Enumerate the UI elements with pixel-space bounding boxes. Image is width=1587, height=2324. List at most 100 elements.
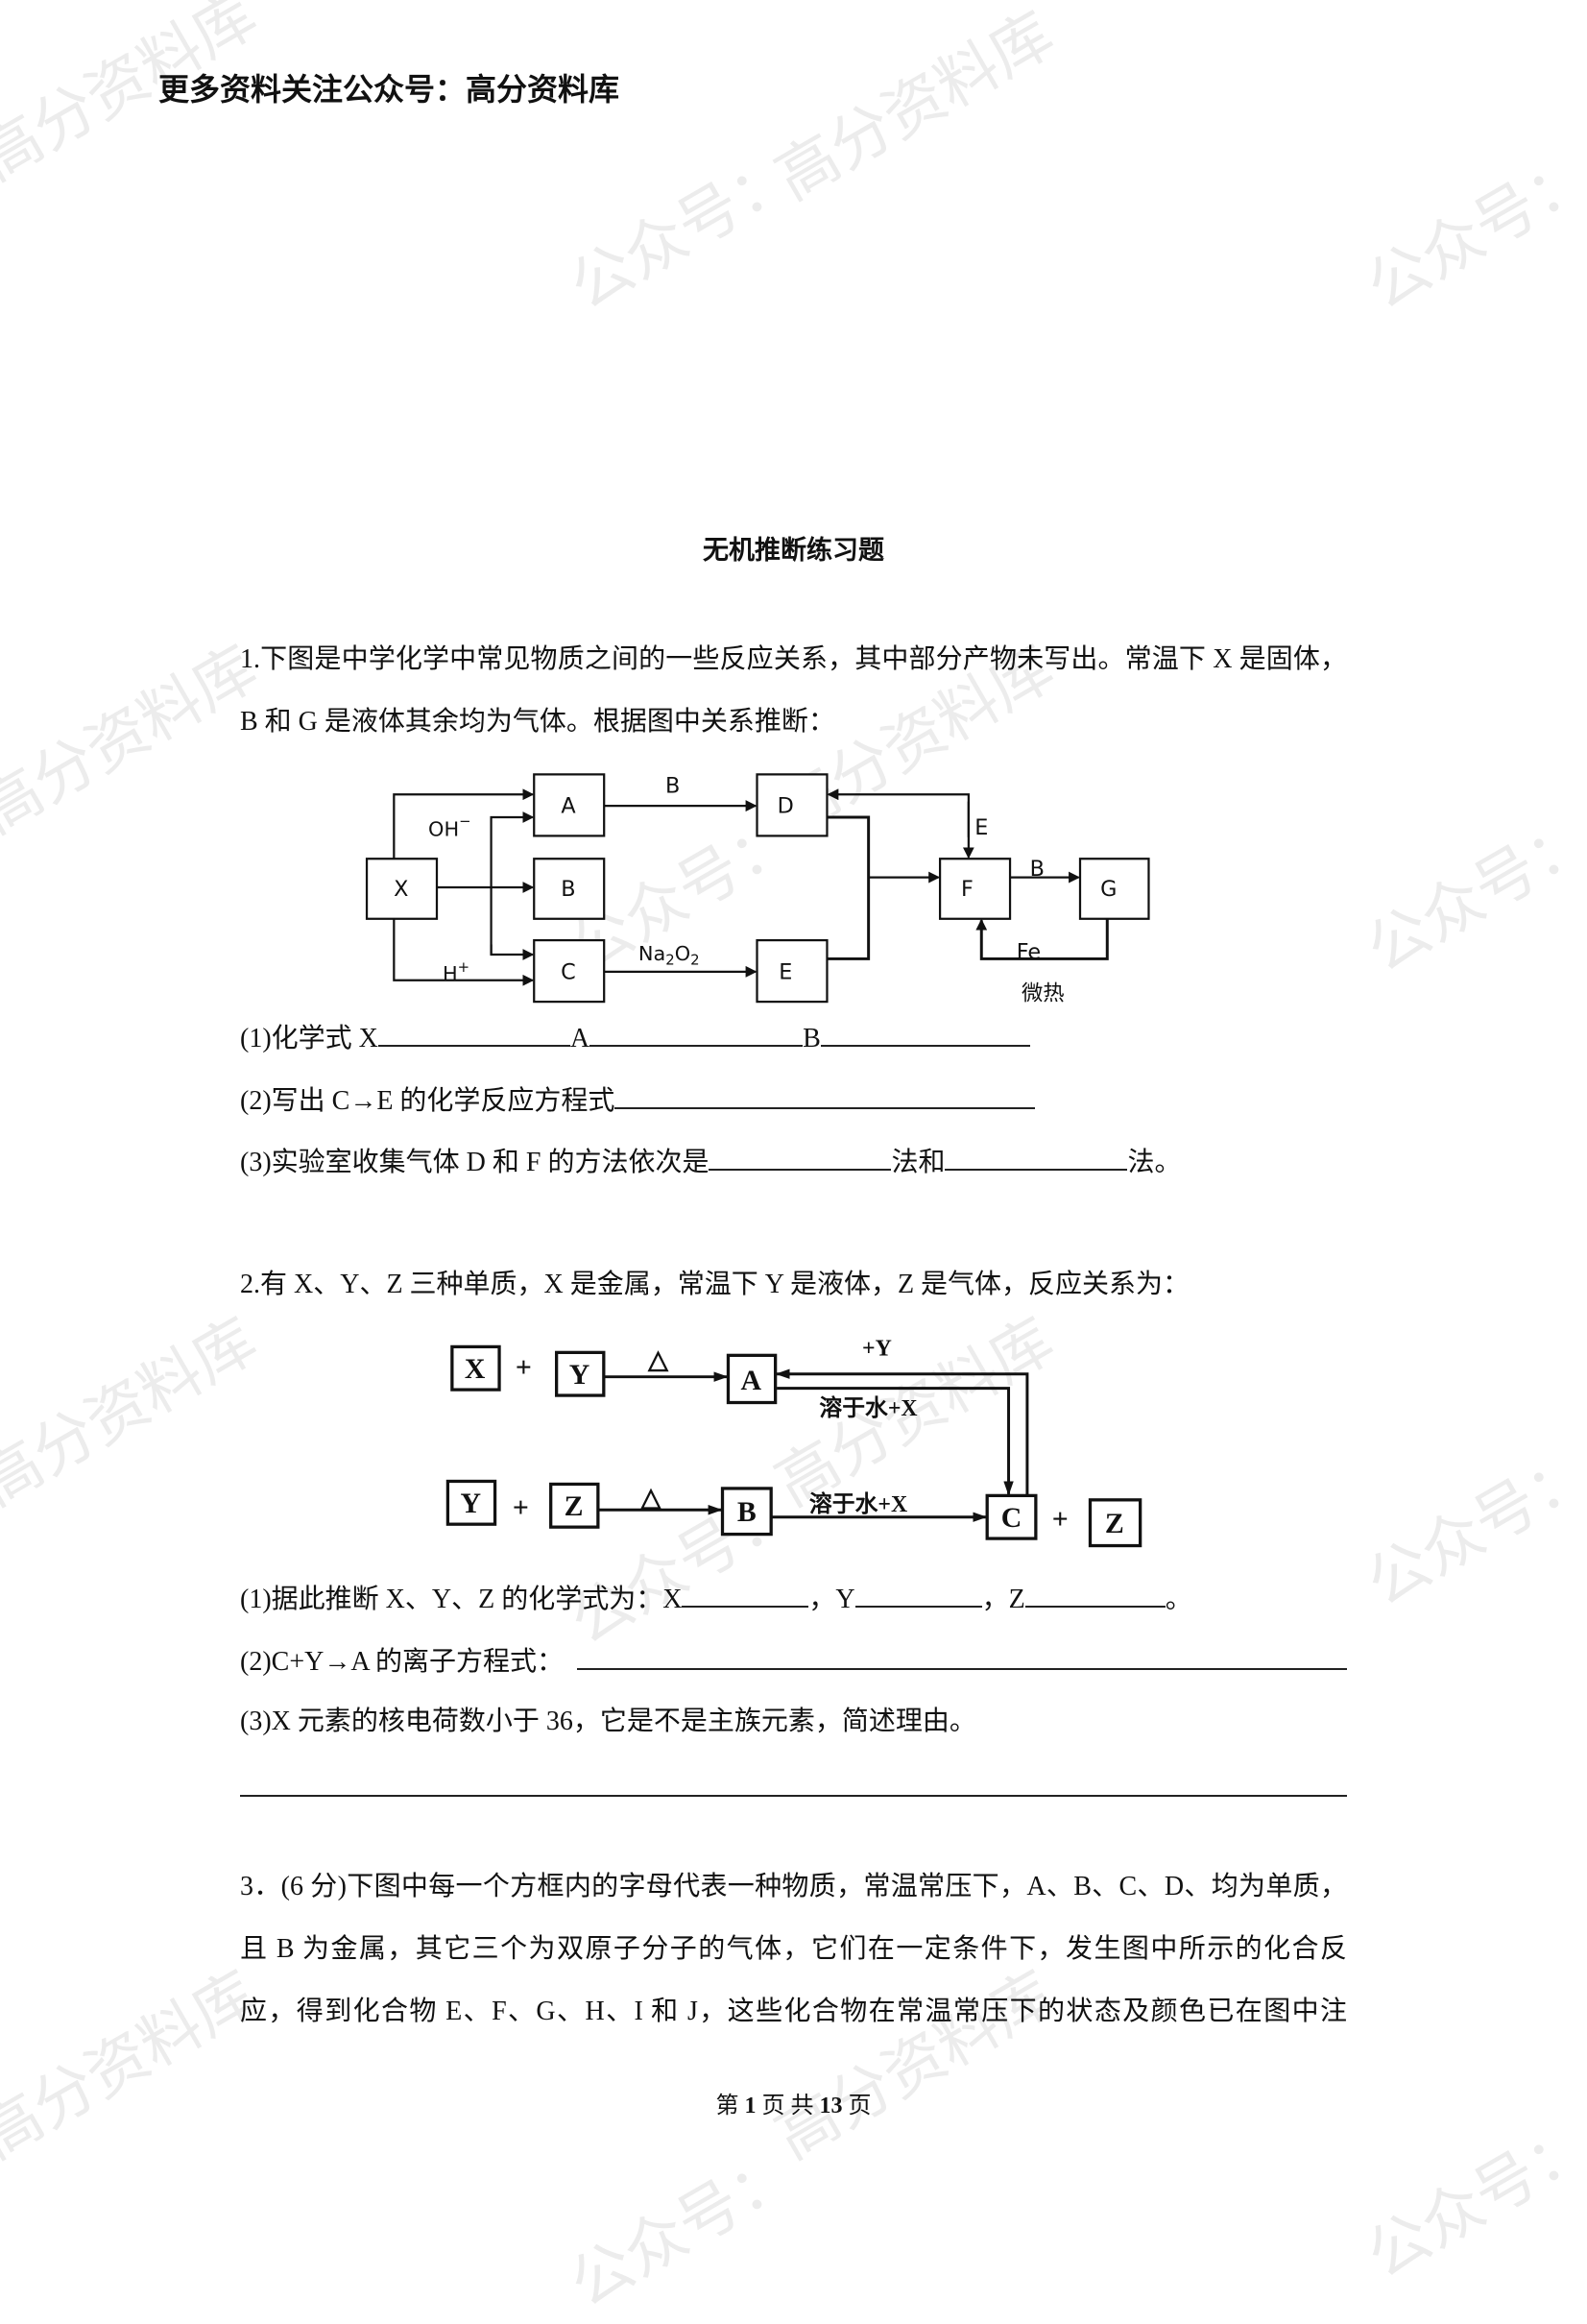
q1-sub1-a-label: A xyxy=(569,1024,590,1053)
line-d-join xyxy=(827,815,871,960)
label-dissolve-x: 溶于水+X xyxy=(809,1490,907,1517)
heat-delta: △ xyxy=(640,1483,662,1512)
arrow-x-a xyxy=(393,788,535,859)
q1-sub1-label: (1)化学式 X xyxy=(240,1024,378,1053)
box-f xyxy=(938,858,1012,920)
arrow-c-a xyxy=(775,1368,1029,1496)
label-c: C xyxy=(561,959,576,984)
box-a xyxy=(726,1353,778,1405)
box-z xyxy=(549,1482,600,1529)
label-e-reagent: E xyxy=(974,815,988,840)
answer-blank[interactable] xyxy=(614,1082,1036,1109)
q2-sub1-label: (1)据此推断 X、Y、Z 的化学式为：X xyxy=(240,1585,683,1614)
watermark: 公众号： xyxy=(558,139,807,325)
footer-text: 页 共 xyxy=(761,2094,814,2118)
page-total: 13 xyxy=(819,2094,843,2118)
q1-sub1: (1)化学式 X A B xyxy=(240,1020,1030,1055)
watermark: 公众号： xyxy=(1355,2108,1587,2293)
heat-delta: △ xyxy=(647,1345,669,1374)
label-b: B xyxy=(561,877,575,902)
label-c: C xyxy=(1001,1502,1022,1534)
label-dissolve-x: 溶于水+X xyxy=(819,1394,917,1421)
q3-line3: 应，得到化合物 E、F、G、H、I 和 J，这些化合物在常温常压下的状态及颜色已… xyxy=(240,1997,1347,2026)
watermark: 公众号： xyxy=(1355,139,1587,325)
page-title: 无机推断练习题 xyxy=(703,536,884,566)
watermark: 高分资料库 xyxy=(0,633,270,849)
box-d xyxy=(756,773,829,837)
label-plus-y: +Y xyxy=(862,1336,892,1361)
q2-sub1-y: ，Y xyxy=(808,1585,855,1614)
box-x xyxy=(450,1344,501,1392)
plus-sign: + xyxy=(513,1492,529,1524)
q2-sub2: (2)C+Y→A 的离子方程式： xyxy=(240,1643,1348,1679)
box-c xyxy=(985,1493,1038,1540)
watermark: 公众号： xyxy=(558,2137,807,2322)
label-h: H+ xyxy=(443,958,469,985)
q3-line1: 3．(6 分)下图中每一个方框内的字母代表一种物质，常温常压下，A、B、C、D、… xyxy=(240,1872,1347,1901)
label-na2o2: Na2O2 xyxy=(638,942,700,968)
answer-blank[interactable] xyxy=(577,1643,1348,1670)
answer-blank[interactable] xyxy=(1024,1581,1166,1608)
watermark: 高分资料库 xyxy=(0,1305,270,1521)
answer-blank[interactable] xyxy=(682,1581,809,1608)
label-x: X xyxy=(465,1353,486,1385)
label-g: G xyxy=(1100,877,1117,902)
q1-sub3-label: (3)实验室收集气体 D 和 F 的方法依次是 xyxy=(240,1148,709,1177)
label-x: X xyxy=(394,877,408,902)
box-x xyxy=(365,858,439,920)
watermark: 公众号： xyxy=(1355,1436,1587,1621)
answer-blank[interactable] xyxy=(945,1144,1128,1171)
label-b-to-g: B xyxy=(1030,857,1045,882)
q1-line2: B 和 G 是液体其余均为气体。根据图中关系推断： xyxy=(240,707,835,737)
arrow-oh-a xyxy=(490,811,535,955)
q1-line1: 1.下图是中学化学中常见物质之间的一些反应关系，其中部分产物未写出。常温下 X … xyxy=(240,644,1347,674)
arrow-oh-c xyxy=(490,944,535,960)
footer-text: 页 xyxy=(848,2094,872,2118)
plus-sign: + xyxy=(1052,1504,1069,1536)
q2-sub2-label: (2)C+Y→A 的离子方程式： xyxy=(240,1647,565,1677)
label-heat: 微热 xyxy=(1022,981,1065,1006)
answer-blank[interactable] xyxy=(377,1020,570,1047)
box-z xyxy=(1088,1498,1142,1548)
q1-reaction-diagram: X A B C D E F G B E B Fe 微热 OH− H+ Na2O2 xyxy=(365,773,1150,1006)
box-a xyxy=(533,773,606,837)
label-f: F xyxy=(961,877,974,902)
q1-sub2-label: (2)写出 C→E 的化学反应方程式 xyxy=(240,1086,615,1116)
q2-line1: 2.有 X、Y、Z 三种单质，X 是金属，常温下 Y 是液体，Z 是气体，反应关… xyxy=(240,1270,1190,1299)
label-y: Y xyxy=(460,1488,481,1519)
q1-sub3: (3)实验室收集气体 D 和 F 的方法依次是 法和 法。 xyxy=(240,1144,1181,1179)
answer-blank[interactable] xyxy=(820,1020,1030,1047)
box-b xyxy=(533,858,606,920)
q2-sub1: (1)据此推断 X、Y、Z 的化学式为：X ，Y ，Z 。 xyxy=(240,1581,1192,1616)
label-oh: OH− xyxy=(428,812,471,840)
box-y xyxy=(555,1350,606,1397)
answer-blank[interactable] xyxy=(589,1020,804,1047)
label-b: B xyxy=(737,1496,757,1528)
arrow-g-f xyxy=(975,918,1109,960)
q2-sub1-end: 。 xyxy=(1165,1585,1192,1614)
answer-blank[interactable] xyxy=(854,1581,982,1608)
label-d: D xyxy=(778,794,794,819)
label-z: Z xyxy=(1105,1508,1124,1539)
arrow-a-c xyxy=(777,1387,1014,1496)
answer-line[interactable] xyxy=(240,1795,1347,1797)
box-y xyxy=(445,1479,497,1526)
q1-sub3-end: 法。 xyxy=(1127,1148,1182,1177)
q1-sub3-mid: 法和 xyxy=(891,1148,946,1177)
answer-blank[interactable] xyxy=(709,1144,892,1171)
q2-sub1-z: ，Z xyxy=(981,1585,1025,1614)
footer-text: 第 xyxy=(715,2094,739,2118)
page-number: 1 xyxy=(744,2094,757,2118)
box-g xyxy=(1078,858,1150,920)
label-a: A xyxy=(741,1365,762,1396)
label-z: Z xyxy=(565,1490,584,1522)
box-e xyxy=(756,938,829,1004)
header-text: 更多资料关注公众号：高分资料库 xyxy=(158,71,620,108)
label-a: A xyxy=(561,794,576,819)
watermark: 公众号： xyxy=(1355,802,1587,987)
label-y: Y xyxy=(569,1359,590,1391)
page-footer: 第 1 页 共 13 页 xyxy=(0,2086,1587,2119)
box-b xyxy=(720,1487,773,1537)
q1-sub1-b-label: B xyxy=(803,1024,821,1053)
q1-sub2: (2)写出 C→E 的化学反应方程式 xyxy=(240,1082,1036,1118)
